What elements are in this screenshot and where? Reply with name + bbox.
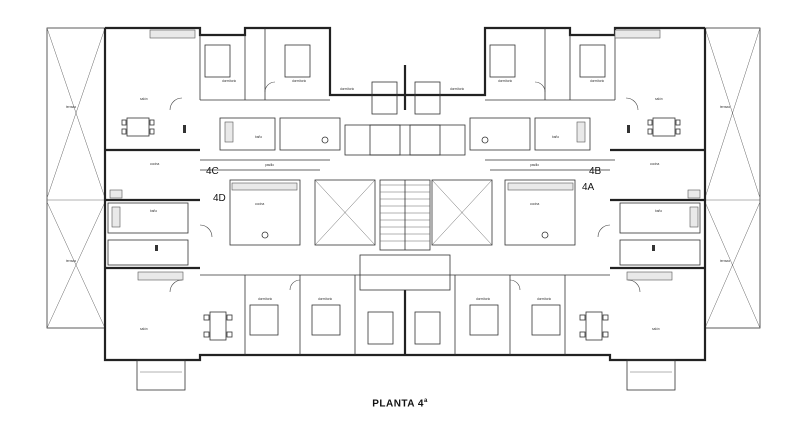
room-label-pasillo: pasillo: [530, 163, 539, 167]
floor-title-text: PLANTA 4: [372, 398, 424, 410]
unit-label-4b: 4B: [589, 166, 602, 177]
room-label-cocina: cocina: [255, 202, 264, 206]
room-label-bano: baño: [150, 209, 157, 213]
room-label-dormitorio: dormitorio: [450, 87, 464, 91]
room-label-bano: baño: [552, 135, 559, 139]
unit-label-4d: 4D: [213, 193, 226, 204]
room-labels: salón salón salón salón cocina cocina co…: [66, 79, 730, 331]
room-label-salon: salón: [140, 327, 148, 331]
room-label-terraza: terraza: [720, 259, 730, 263]
room-label-cocina: cocina: [530, 202, 539, 206]
room-label-terraza: terraza: [66, 259, 76, 263]
room-label-dormitorio: dormitorio: [258, 297, 272, 301]
furniture: [109, 29, 701, 345]
room-label-dormitorio: dormitorio: [292, 79, 306, 83]
room-label-bano: baño: [655, 209, 662, 213]
unit-label-4c: 4C: [206, 166, 219, 177]
room-label-salon: salón: [140, 97, 148, 101]
room-label-cocina: cocina: [150, 162, 159, 166]
floor-title-superscript: a: [423, 398, 428, 404]
room-label-terraza: terraza: [66, 105, 76, 109]
interior-walls: [105, 28, 705, 355]
room-label-pasillo: pasillo: [265, 163, 274, 167]
door-swings: [169, 81, 641, 293]
room-label-dormitorio: dormitorio: [340, 87, 354, 91]
room-label-dormitorio: dormitorio: [537, 297, 551, 301]
room-label-dormitorio: dormitorio: [476, 297, 490, 301]
room-label-terraza: terraza: [720, 105, 730, 109]
room-label-bano: baño: [255, 135, 262, 139]
room-label-salon: salón: [655, 97, 663, 101]
unit-labels: 4C 4D 4B 4A: [206, 166, 602, 204]
room-label-dormitorio: dormitorio: [318, 297, 332, 301]
room-label-salon: salón: [652, 327, 660, 331]
core-stairs-elevators: [314, 124, 493, 291]
room-label-dormitorio: dormitorio: [222, 79, 236, 83]
room-label-dormitorio: dormitorio: [590, 79, 604, 83]
room-label-cocina: cocina: [650, 162, 659, 166]
floor-title: PLANTA 4a: [300, 398, 500, 409]
unit-label-4a: 4A: [582, 182, 595, 193]
room-label-dormitorio: dormitorio: [498, 79, 512, 83]
